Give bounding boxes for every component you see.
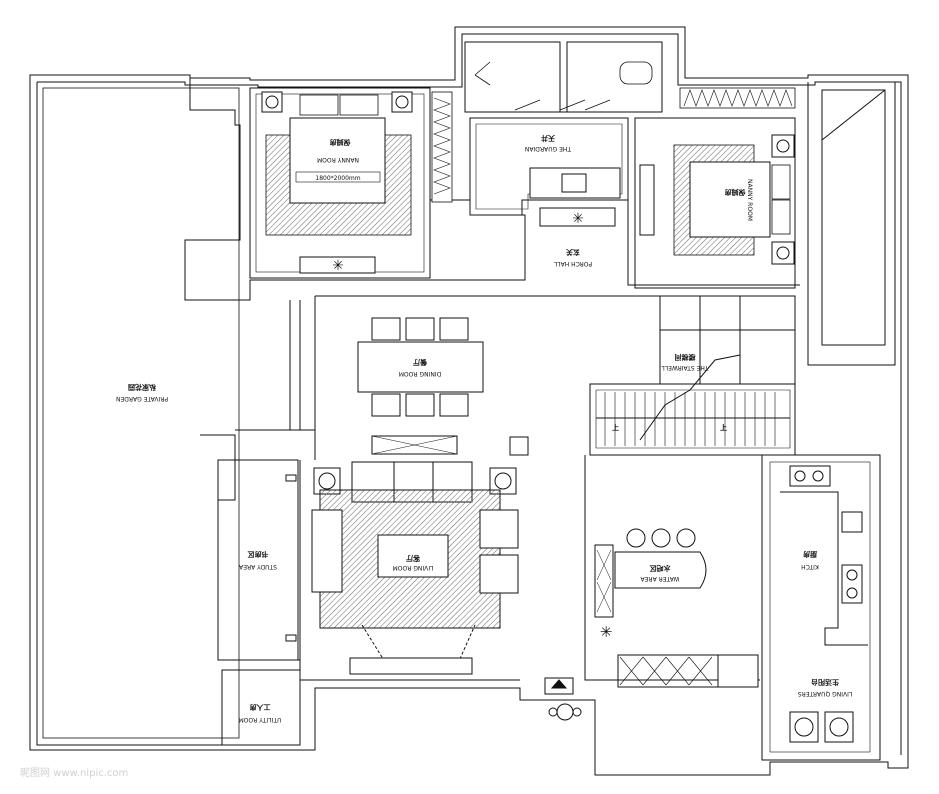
svg-text:✳: ✳ <box>332 258 344 274</box>
exterior-walls <box>29 26 909 776</box>
quarters-en: LIVING QUARTERS <box>798 690 853 697</box>
nanny-right-cn: 保姆房 <box>725 188 747 197</box>
watermark: 昵图网 www.nipic.com <box>20 767 128 779</box>
nanny-left-en: NANNY ROOM <box>317 156 359 163</box>
kitchen-cn: 厨房 <box>803 550 817 559</box>
guardian-area: 天井 THE GUARDIAN ✳ 玄关 PORCH HALL <box>525 134 621 267</box>
private-garden: 私家花园 PRIVATE GARDEN <box>116 383 168 402</box>
dining-en: DINING ROOM <box>399 370 441 377</box>
porch-en: PORCH HALL <box>553 260 592 267</box>
utility-room: 工人房 UTILITY ROOM <box>239 703 282 723</box>
water-en: WATER AREA <box>640 575 680 582</box>
stairwell-en: THE STAIRWELL <box>661 364 710 371</box>
living-en: LIVING ROOM <box>393 564 434 571</box>
study-cn: 书房区 <box>248 550 269 559</box>
study-en: STUDY AREA <box>238 563 277 570</box>
garden-label-cn: 私家花园 <box>128 383 157 392</box>
top-bathrooms <box>474 61 653 111</box>
svg-text:✳: ✳ <box>600 623 613 641</box>
stair-up-left: 上 <box>612 423 619 432</box>
svg-text:✳: ✳ <box>572 211 584 227</box>
nanny-left-cn: 保姆房 <box>330 138 352 147</box>
nanny-room-left: 1800*2000mm 保姆房 NANNY ROOM ✳ <box>261 91 453 274</box>
nanny-left-size: 1800*2000mm <box>315 175 360 182</box>
water-area: ✳ 水吧区 WATER AREA <box>594 528 759 688</box>
stair-up-right: 上 <box>720 423 727 432</box>
nanny-right-en: NANNY ROOM <box>746 179 753 221</box>
dining-room: 餐厅 DINING ROOM <box>357 317 484 417</box>
guardian-cn: 天井 <box>541 134 555 143</box>
garden-label-en: PRIVATE GARDEN <box>116 395 168 402</box>
utility-cn: 工人房 <box>250 703 271 712</box>
quarters-cn: 生活阳台 <box>811 678 839 687</box>
kitchen-en: KITCH <box>801 563 819 570</box>
dining-cn: 餐厅 <box>413 358 428 367</box>
water-cn: 水吧区 <box>650 564 671 573</box>
living-cn: 客厅 <box>406 554 421 563</box>
living-quarters: 生活阳台 LIVING QUARTERS <box>789 678 854 743</box>
guardian-en: THE GUARDIAN <box>525 145 572 152</box>
stairwell-cn: 楼梯间 <box>675 353 696 362</box>
kitchen: 厨房 KITCH <box>789 465 863 604</box>
study-area: 书房区 STUDY AREA <box>238 474 297 642</box>
stairwell: 楼梯间 THE STAIRWELL 上 上 <box>596 353 790 446</box>
porch-cn: 玄关 <box>566 248 580 257</box>
entrance <box>544 677 582 721</box>
utility-en: UTILITY ROOM <box>239 716 282 723</box>
nanny-room-right: 保姆房 NANNY ROOM <box>639 87 796 265</box>
living-room: 客厅 LIVING ROOM <box>311 435 529 675</box>
